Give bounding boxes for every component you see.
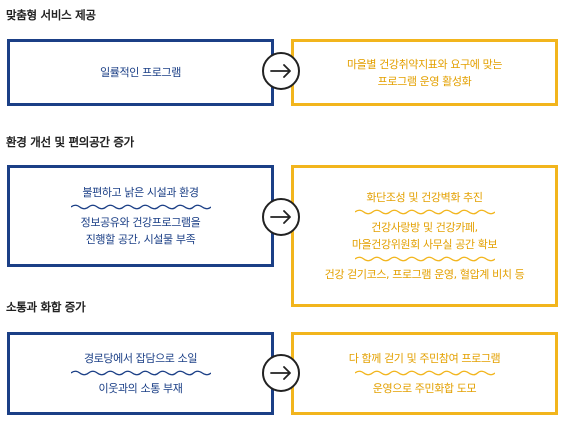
before-box-1: 일률적인 프로그램 [7,39,274,106]
arrow-right-icon [262,354,300,392]
before-text: 이웃과의 소통 부재 [98,382,183,395]
after-text: 건강사랑방 및 건강카페, [371,221,478,234]
after-box-1: 마을별 건강취약지표와 요구에 맞는 프로그램 운영 활성화 [291,39,558,106]
arrow-right-icon [262,52,300,90]
after-text: 마을건강위원회 사무실 공간 확보 [351,238,498,251]
before-text: 일률적인 프로그램 [100,66,181,79]
after-text: 다 함께 걷기 및 주민참여 프로그램 [348,352,501,365]
after-text: 운영으로 주민화합 도모 [372,382,477,395]
section-title-3: 소통과 화합 증가 [6,300,86,314]
before-text: 경로당에서 잡담으로 소일 [83,352,198,365]
arrow-right-icon [262,198,300,236]
section-title-2: 환경 개선 및 편의공간 증가 [6,135,134,149]
after-text: 마을별 건강취약지표와 요구에 맞는 [346,57,503,71]
wave-divider [354,209,495,215]
wave-divider [354,256,495,262]
before-box-2: 불편하고 낡은 시설과 환경 정보공유와 건강프로그램을 진행할 공간, 시설물… [7,165,274,267]
after-text: 건강 걷기코스, 프로그램 운영, 혈압계 비치 등 [324,268,525,281]
after-box-2: 화단조성 및 건강벽화 추진 건강사랑방 및 건강카페, 마을건강위원회 사무실… [291,165,558,307]
before-box-3: 경로당에서 잡담으로 소일 이웃과의 소통 부재 [7,332,274,415]
after-text: 프로그램 운영 활성화 [377,74,472,88]
wave-divider [354,370,495,376]
after-box-3: 다 함께 걷기 및 주민참여 프로그램 운영으로 주민화합 도모 [291,332,558,415]
before-text: 정보공유와 건강프로그램을 [80,216,201,229]
wave-divider [70,204,211,210]
wave-divider [70,370,211,376]
section-title-1: 맞춤형 서비스 제공 [6,8,96,22]
before-text: 불편하고 낡은 시설과 환경 [82,186,199,199]
after-text: 화단조성 및 건강벽화 추진 [366,191,483,204]
before-text: 진행할 공간, 시설물 부족 [85,233,196,246]
